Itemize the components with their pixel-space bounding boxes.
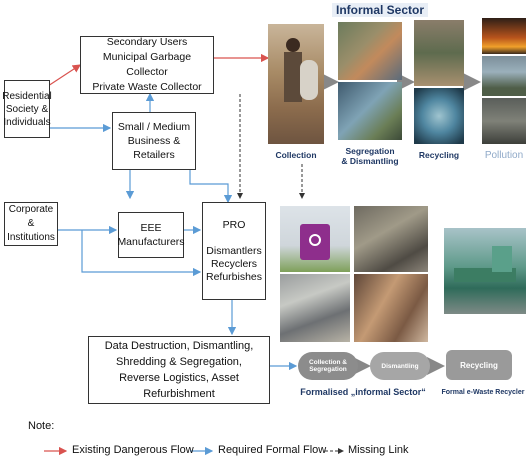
photo-segregation-top [338,22,402,80]
label-recycling-informal: Recycling [410,150,468,160]
box-pro: PRO Dismantlers Recyclers Refurbishes [202,202,266,300]
legend-dangerous-flow: Existing Dangerous Flow [72,444,194,456]
informal-sector-title: Informal Sector [332,3,428,17]
label-collection: Collection [266,150,326,160]
legend-note: Note: [28,420,54,432]
photo-recycling-plant [444,228,526,314]
box-small-medium-business: Small / Medium Business & Retailers [112,112,196,170]
box-eee-manufacturers: EEE Manufacturers [118,212,184,258]
label-segregation-dismantling: Segregation & Dismantling [336,146,404,166]
photo-ewaste-heap [280,274,350,342]
legend-missing-link: Missing Link [348,444,409,456]
pill-collection-segregation: Collection & Segregation [298,352,358,380]
label-pollution: Pollution [478,150,530,161]
pill-recycling: Recycling [446,350,512,380]
blue-flow-sme-pro [190,170,228,202]
photo-ewaste-bin [280,206,350,272]
photo-recycling-bottom [414,88,464,144]
label-formalised-informal-sector: Formalised „informal Sector“ [296,387,430,397]
legend-required-flow: Required Formal Flow [218,444,326,456]
box-corporate: Corporate & Institutions [4,202,58,246]
pill-dismantling: Dismantling [370,352,430,380]
box-residential: Residential Society & Individuals [4,80,50,138]
photo-sorting-facility [354,206,428,272]
label-formal-ewaste-recycler: Formal e-Waste Recycler [438,389,528,396]
photo-pollution-river [482,56,526,96]
box-secondary-users: Secondary Users Municipal Garbage Collec… [80,36,214,94]
red-flow-residential-secondary [48,65,80,86]
box-data-destruction: Data Destruction, Dismantling, Shredding… [88,336,270,404]
photo-pollution-dump [482,98,526,144]
photo-recycling-top [414,20,464,86]
photo-collection-worker [268,24,324,144]
photo-segregation-bottom [338,82,402,140]
photo-pollution-fire [482,18,526,54]
photo-workers-dismantling [354,274,428,342]
